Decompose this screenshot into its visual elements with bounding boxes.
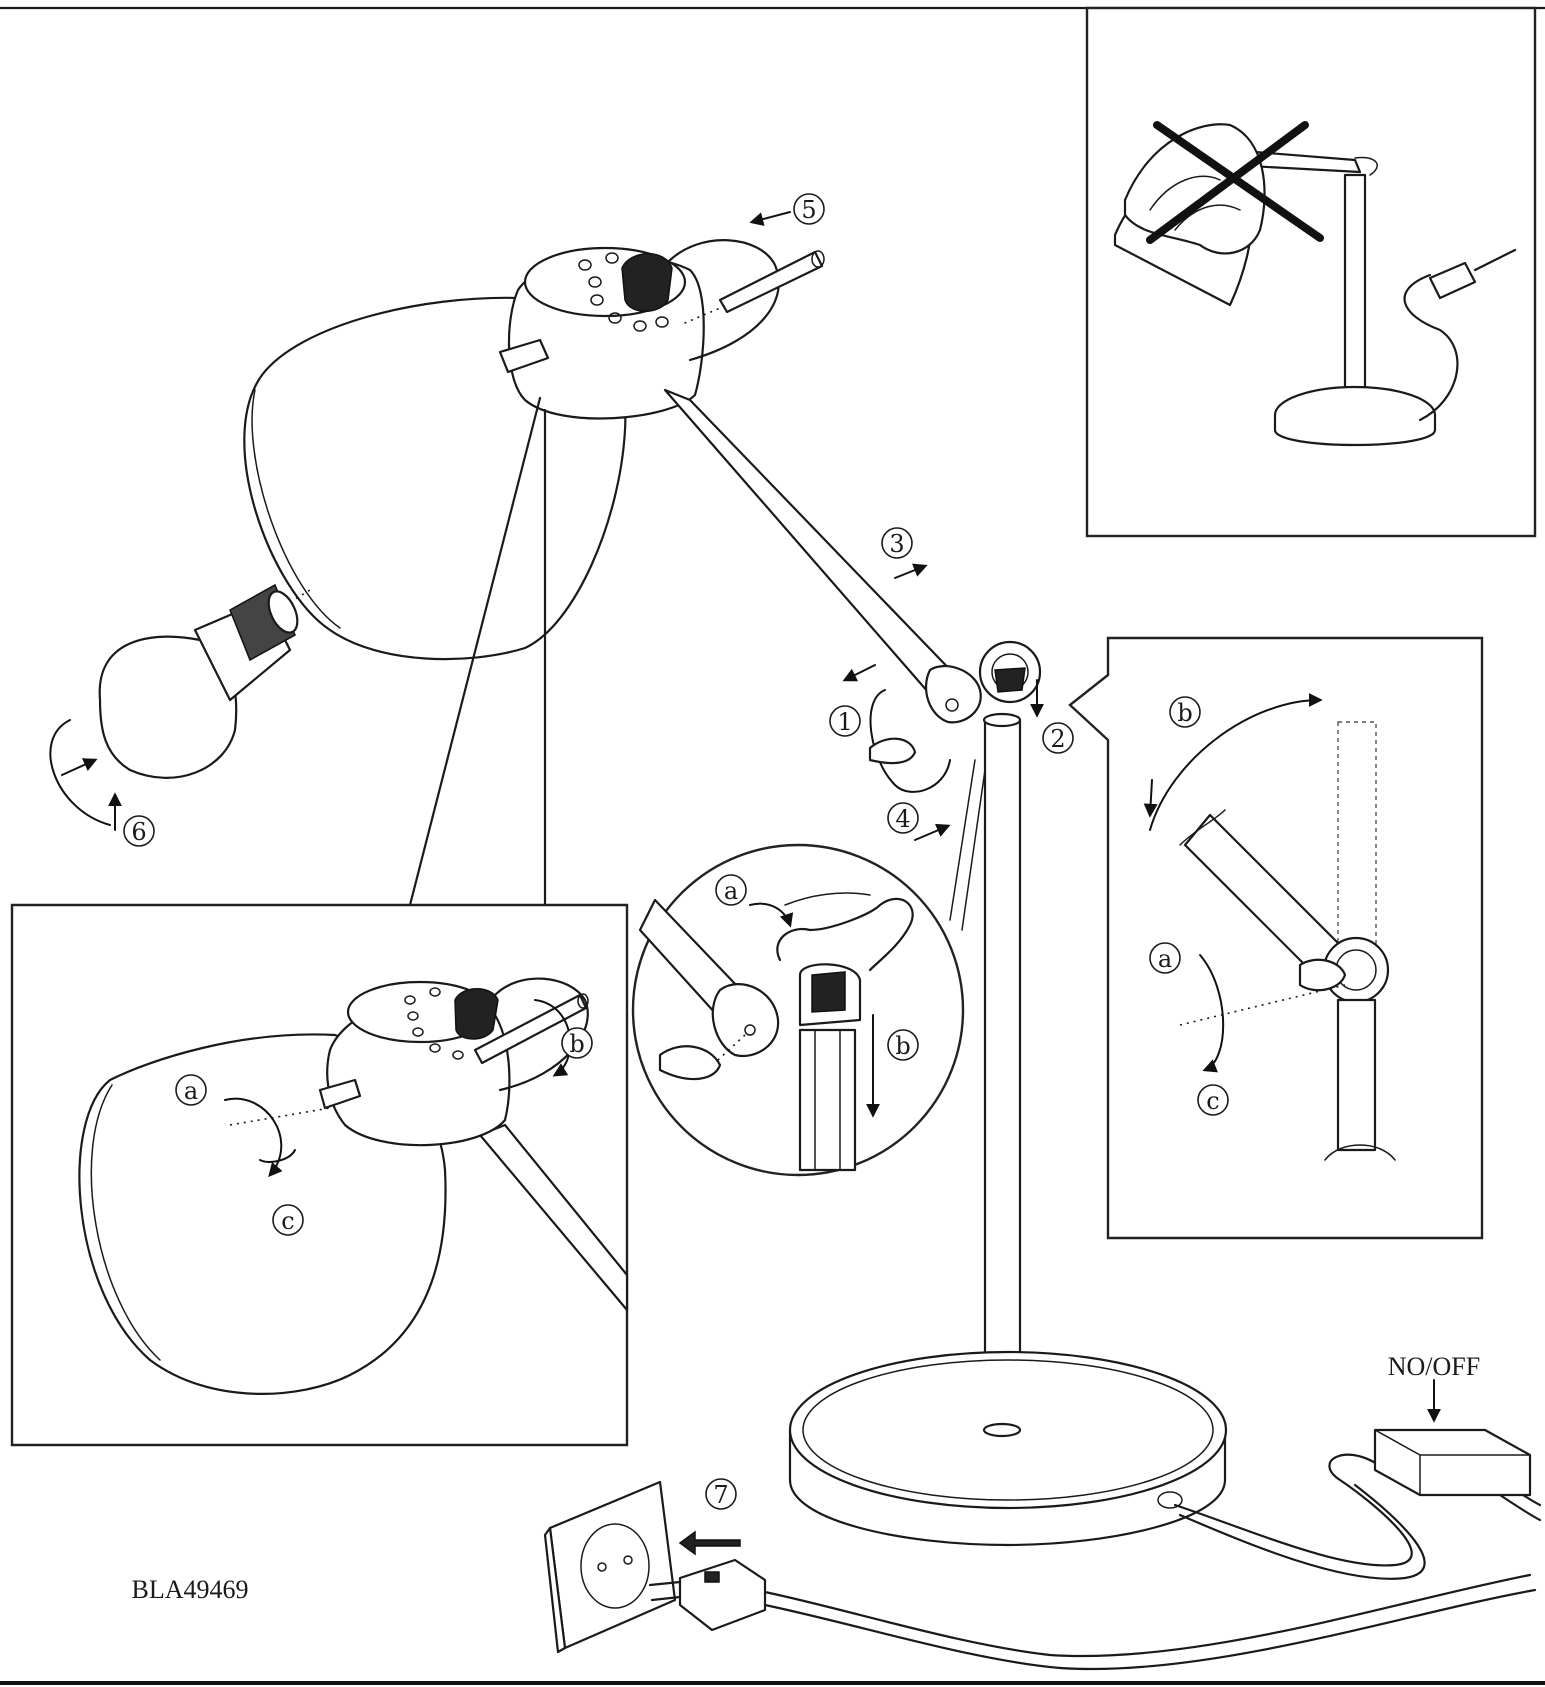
step-1-label: 1 bbox=[837, 708, 852, 736]
power-plug bbox=[648, 1558, 767, 1632]
arm-detail-a: a bbox=[1158, 945, 1172, 973]
wire-loop bbox=[666, 239, 780, 362]
plug-arrow bbox=[678, 1530, 741, 1556]
vent-holes bbox=[578, 252, 669, 332]
inset-joint-detail: a b bbox=[631, 843, 965, 1177]
light-bulb bbox=[49, 583, 311, 831]
main-lamp: NO/OFF 5 bbox=[49, 193, 1542, 1671]
step-4-label: 4 bbox=[895, 805, 910, 833]
step-5-label: 5 bbox=[801, 196, 816, 224]
inset-warning bbox=[1085, 6, 1537, 538]
inset-vent-holes bbox=[404, 987, 464, 1060]
inline-switch bbox=[1373, 1428, 1532, 1497]
model-code: BLA49469 bbox=[132, 1575, 249, 1604]
lamp-pole bbox=[982, 712, 1022, 1432]
wall-socket bbox=[543, 1480, 677, 1654]
switch-label: NO/OFF bbox=[1388, 1352, 1480, 1381]
joint-detail-a: a bbox=[724, 877, 738, 905]
shade-detail-b: b bbox=[569, 1030, 584, 1058]
step-6-label: 6 bbox=[131, 818, 146, 846]
bulb-socket bbox=[621, 253, 673, 312]
shade-detail-a: a bbox=[184, 1077, 198, 1105]
lamp-base bbox=[788, 1350, 1228, 1547]
shade-detail-c: c bbox=[281, 1207, 294, 1235]
callout-line-3 bbox=[949, 759, 976, 921]
bolt bbox=[718, 250, 824, 314]
joint-detail-b: b bbox=[895, 1032, 910, 1060]
callout-line-4 bbox=[961, 769, 986, 931]
upper-arm bbox=[663, 388, 982, 724]
inset-arm-detail: b a c bbox=[1068, 636, 1484, 1240]
step-2-label: 2 bbox=[1050, 725, 1065, 753]
shade-knob bbox=[498, 338, 550, 374]
lock-knob bbox=[868, 737, 917, 765]
arm-joint bbox=[978, 640, 1042, 704]
step-callouts: 5 3 1 2 4 6 7 bbox=[123, 193, 1074, 1510]
arm-detail-c: c bbox=[1206, 1087, 1219, 1115]
step-7-label: 7 bbox=[713, 1481, 728, 1509]
inset-shade-detail: a b c bbox=[10, 903, 629, 1447]
step-3-label: 3 bbox=[889, 530, 904, 558]
arm-detail-b: b bbox=[1177, 699, 1192, 727]
callout-line-1 bbox=[408, 396, 542, 907]
forbidden-cross bbox=[1153, 121, 1324, 242]
lamp-shade bbox=[243, 239, 825, 661]
